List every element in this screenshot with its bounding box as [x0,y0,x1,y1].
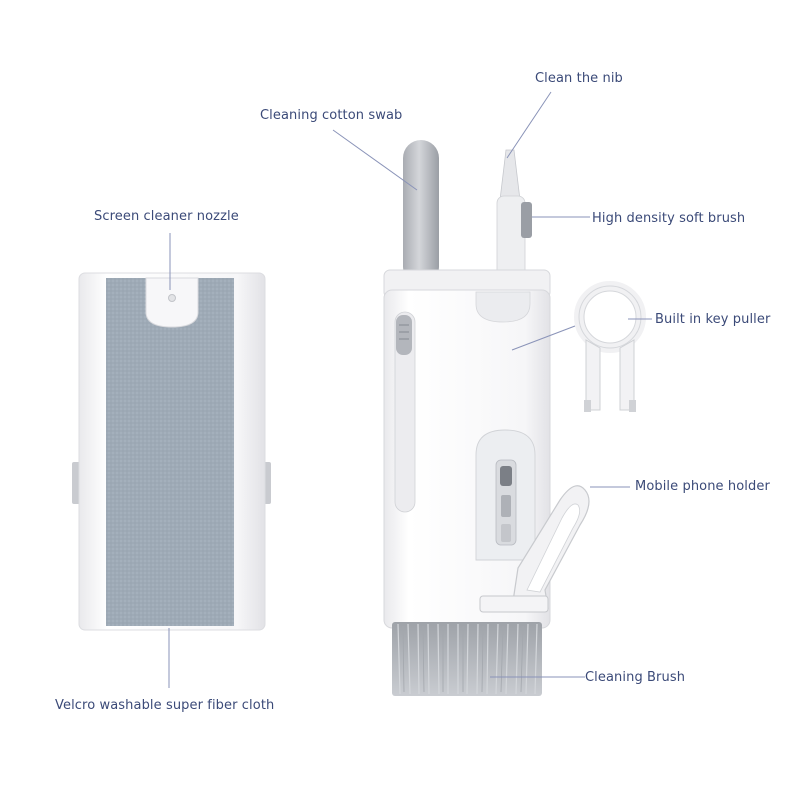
nib-pen-body [496,195,526,281]
label-fiber-cloth: Velcro washable super fiber cloth [55,698,275,713]
cleaning-brush-bristles [392,622,542,696]
top-recess [475,291,531,323]
screen-nozzle [168,294,176,302]
label-soft-brush: High density soft brush [592,211,746,226]
leader-clean-nib [506,91,552,159]
label-cotton-swab: Cleaning cotton swab [260,108,403,123]
nozzle-housing [145,277,199,328]
label-key-puller: Built in key puller [655,312,771,327]
phone-holder-base [479,595,549,613]
cloth-side-device [72,272,271,631]
label-cleaning-brush: Cleaning Brush [585,670,686,685]
leader-lines [168,91,652,688]
label-clean-nib: Clean the nib [535,71,623,86]
label-phone-holder: Mobile phone holder [635,479,770,494]
fiber-cloth-pad [106,278,234,626]
slider-track [394,311,416,513]
soft-brush-grip [521,202,532,238]
label-screen-nozzle: Screen cleaner nozzle [94,209,239,224]
key-puller [574,281,646,412]
cotton-swab-head [403,140,439,285]
main-device [383,140,590,696]
slider-knob [396,315,412,355]
leader-cotton-swab [332,129,418,191]
nib-pen-tip [499,149,521,201]
leader-key-puller [511,325,576,351]
